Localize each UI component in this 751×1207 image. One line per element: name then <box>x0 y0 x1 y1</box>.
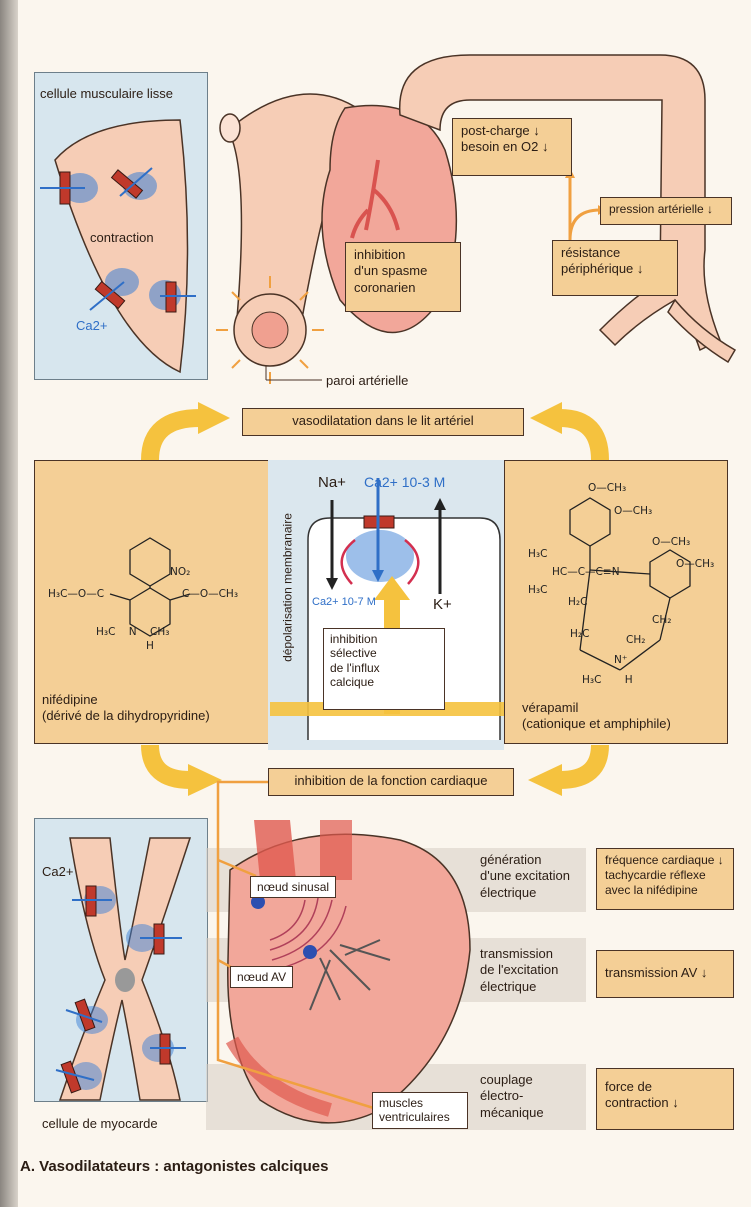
process-1-line2: d'une excitation <box>480 868 570 884</box>
process-1-line1: génération <box>480 852 570 868</box>
sinus-node-text: nœud sinusal <box>257 880 329 894</box>
process-1: génération d'une excitation électrique <box>480 852 570 901</box>
process-2-line3: électrique <box>480 979 558 995</box>
process-2-line1: transmission <box>480 946 558 962</box>
process-3: couplage électro- mécanique <box>480 1072 544 1121</box>
effect-3-line2: contraction ↓ <box>605 1095 725 1111</box>
av-node-text: nœud AV <box>237 970 286 984</box>
process-3-line1: couplage <box>480 1072 544 1088</box>
av-node-label: nœud AV <box>230 966 293 988</box>
process-2-line2: de l'excitation <box>480 962 558 978</box>
vessel <box>320 820 352 880</box>
effect-1-line2: tachycardie réflexe <box>605 868 725 883</box>
effect-3-line1: force de <box>605 1079 725 1095</box>
effect-1-line3: avec la nifédipine <box>605 883 725 898</box>
effect-2-line1: transmission AV ↓ <box>605 965 725 981</box>
process-3-line2: électro- <box>480 1088 544 1104</box>
muscles-line2: ventriculaires <box>379 1110 461 1124</box>
figure-caption: A. Vasodilatateurs : antagonistes calciq… <box>20 1158 328 1175</box>
muscles-label: muscles ventriculaires <box>372 1092 468 1129</box>
effect-box-2: transmission AV ↓ <box>596 950 734 998</box>
effect-1-line1: fréquence cardiaque ↓ <box>605 853 725 868</box>
myocyte-label: cellule de myocarde <box>42 1116 158 1132</box>
effect-box-1: fréquence cardiaque ↓ tachycardie réflex… <box>596 848 734 910</box>
process-2: transmission de l'excitation électrique <box>480 946 558 995</box>
effect-box-3: force de contraction ↓ <box>596 1068 734 1130</box>
vessel <box>254 820 296 880</box>
av-node-dot <box>303 945 317 959</box>
myocyte-ca-label: Ca2+ <box>42 864 73 880</box>
sinus-node-label: nœud sinusal <box>250 876 336 898</box>
muscles-line1: muscles <box>379 1096 461 1110</box>
process-1-line3: électrique <box>480 885 570 901</box>
process-3-line3: mécanique <box>480 1105 544 1121</box>
